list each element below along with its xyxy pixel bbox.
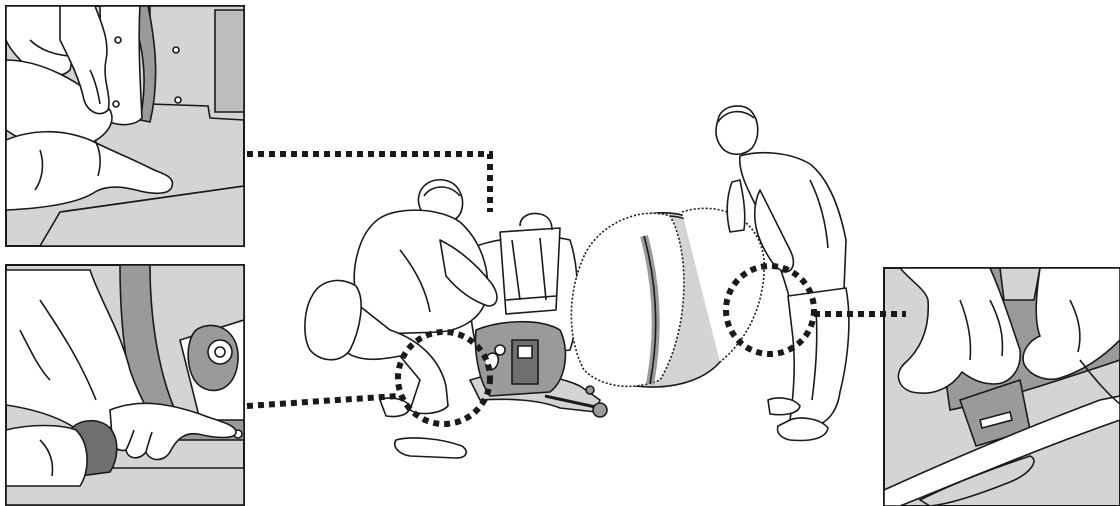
detail-panel-top-left — [5, 5, 245, 247]
chair-shell — [570, 207, 765, 388]
detail-panel-right — [883, 267, 1120, 506]
callout-circle-hinge — [395, 329, 493, 427]
callout-leader-top-left — [247, 151, 493, 212]
person-standing — [715, 105, 850, 442]
detail-panel-bottom-left — [5, 264, 245, 506]
callouts — [246, 151, 906, 427]
callout-leader-bottom-left — [246, 393, 399, 409]
callout-circle-lid-latch — [723, 263, 817, 357]
person-crouching — [304, 179, 498, 459]
chair-backrest — [467, 212, 579, 397]
main-scene — [304, 105, 850, 459]
